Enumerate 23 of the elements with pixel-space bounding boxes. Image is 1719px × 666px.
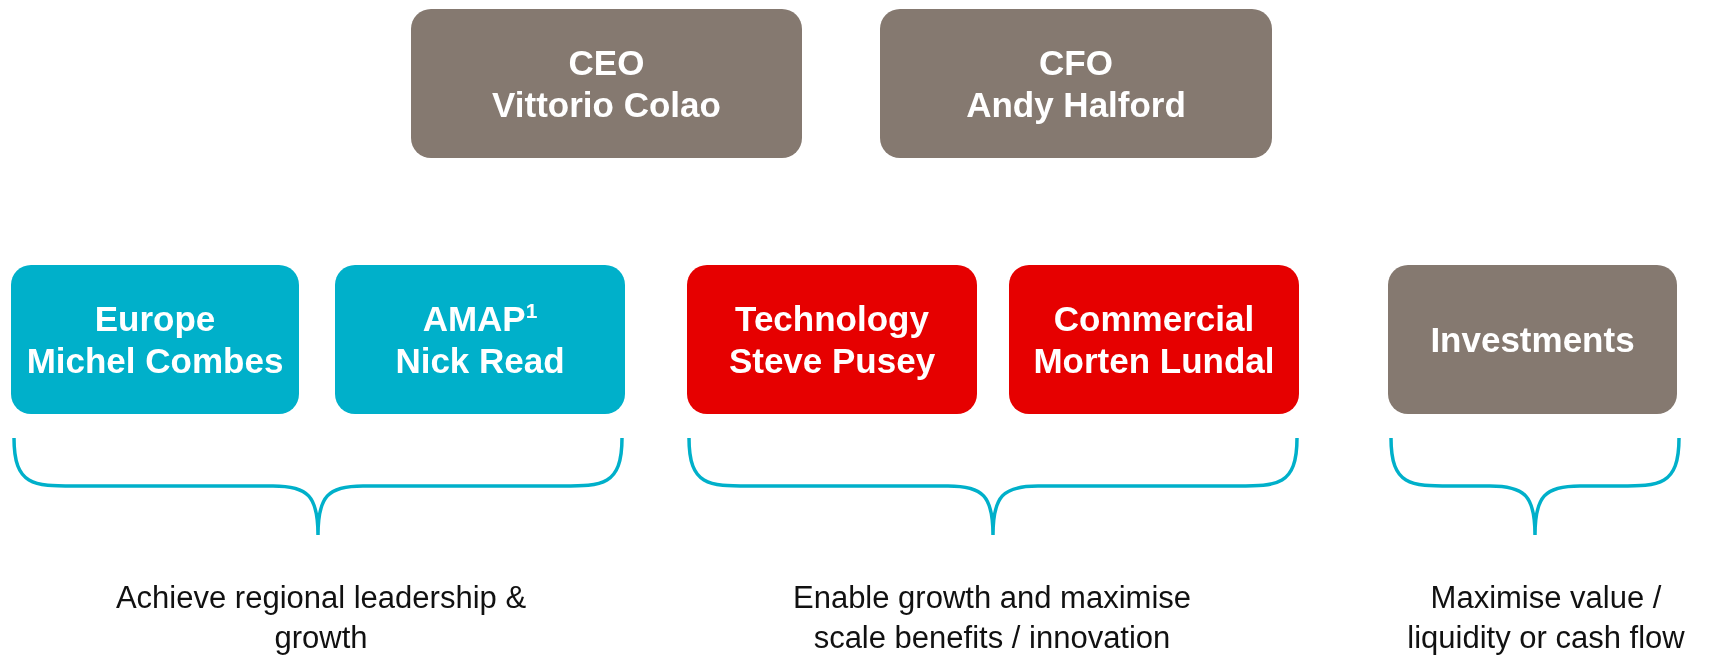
role-title: Investments — [1430, 318, 1635, 361]
role-box — [11, 265, 299, 414]
role-box — [1009, 265, 1299, 414]
role-title: AMAP$^{1}$ — [422, 297, 538, 340]
person-name: Vittorio Colao — [492, 83, 721, 126]
role-title: Europe — [94, 297, 216, 340]
role-box — [687, 265, 977, 414]
role-title: Commercial — [1053, 297, 1255, 340]
person-name: Morten Lundal — [1033, 339, 1275, 382]
role-title: CFO — [1039, 41, 1113, 84]
role-box — [335, 265, 625, 414]
person-name: Andy Halford — [966, 83, 1186, 126]
role-box — [1388, 265, 1677, 414]
person-name: Nick Read — [395, 339, 565, 382]
goal-text: Maximise value / liquidity or cash flow — [1406, 579, 1686, 657]
person-name: Michel Combes — [26, 339, 284, 382]
person-name: Steve Pusey — [728, 339, 936, 382]
goal-text: Achieve regional leadership & growth — [114, 579, 528, 657]
goal-text: Enable growth and maximise scale benefits / innovation — [791, 579, 1192, 657]
role-box — [880, 9, 1272, 158]
role-box — [411, 9, 802, 158]
role-title: CEO — [568, 41, 645, 84]
role-title: Technology — [735, 297, 929, 340]
